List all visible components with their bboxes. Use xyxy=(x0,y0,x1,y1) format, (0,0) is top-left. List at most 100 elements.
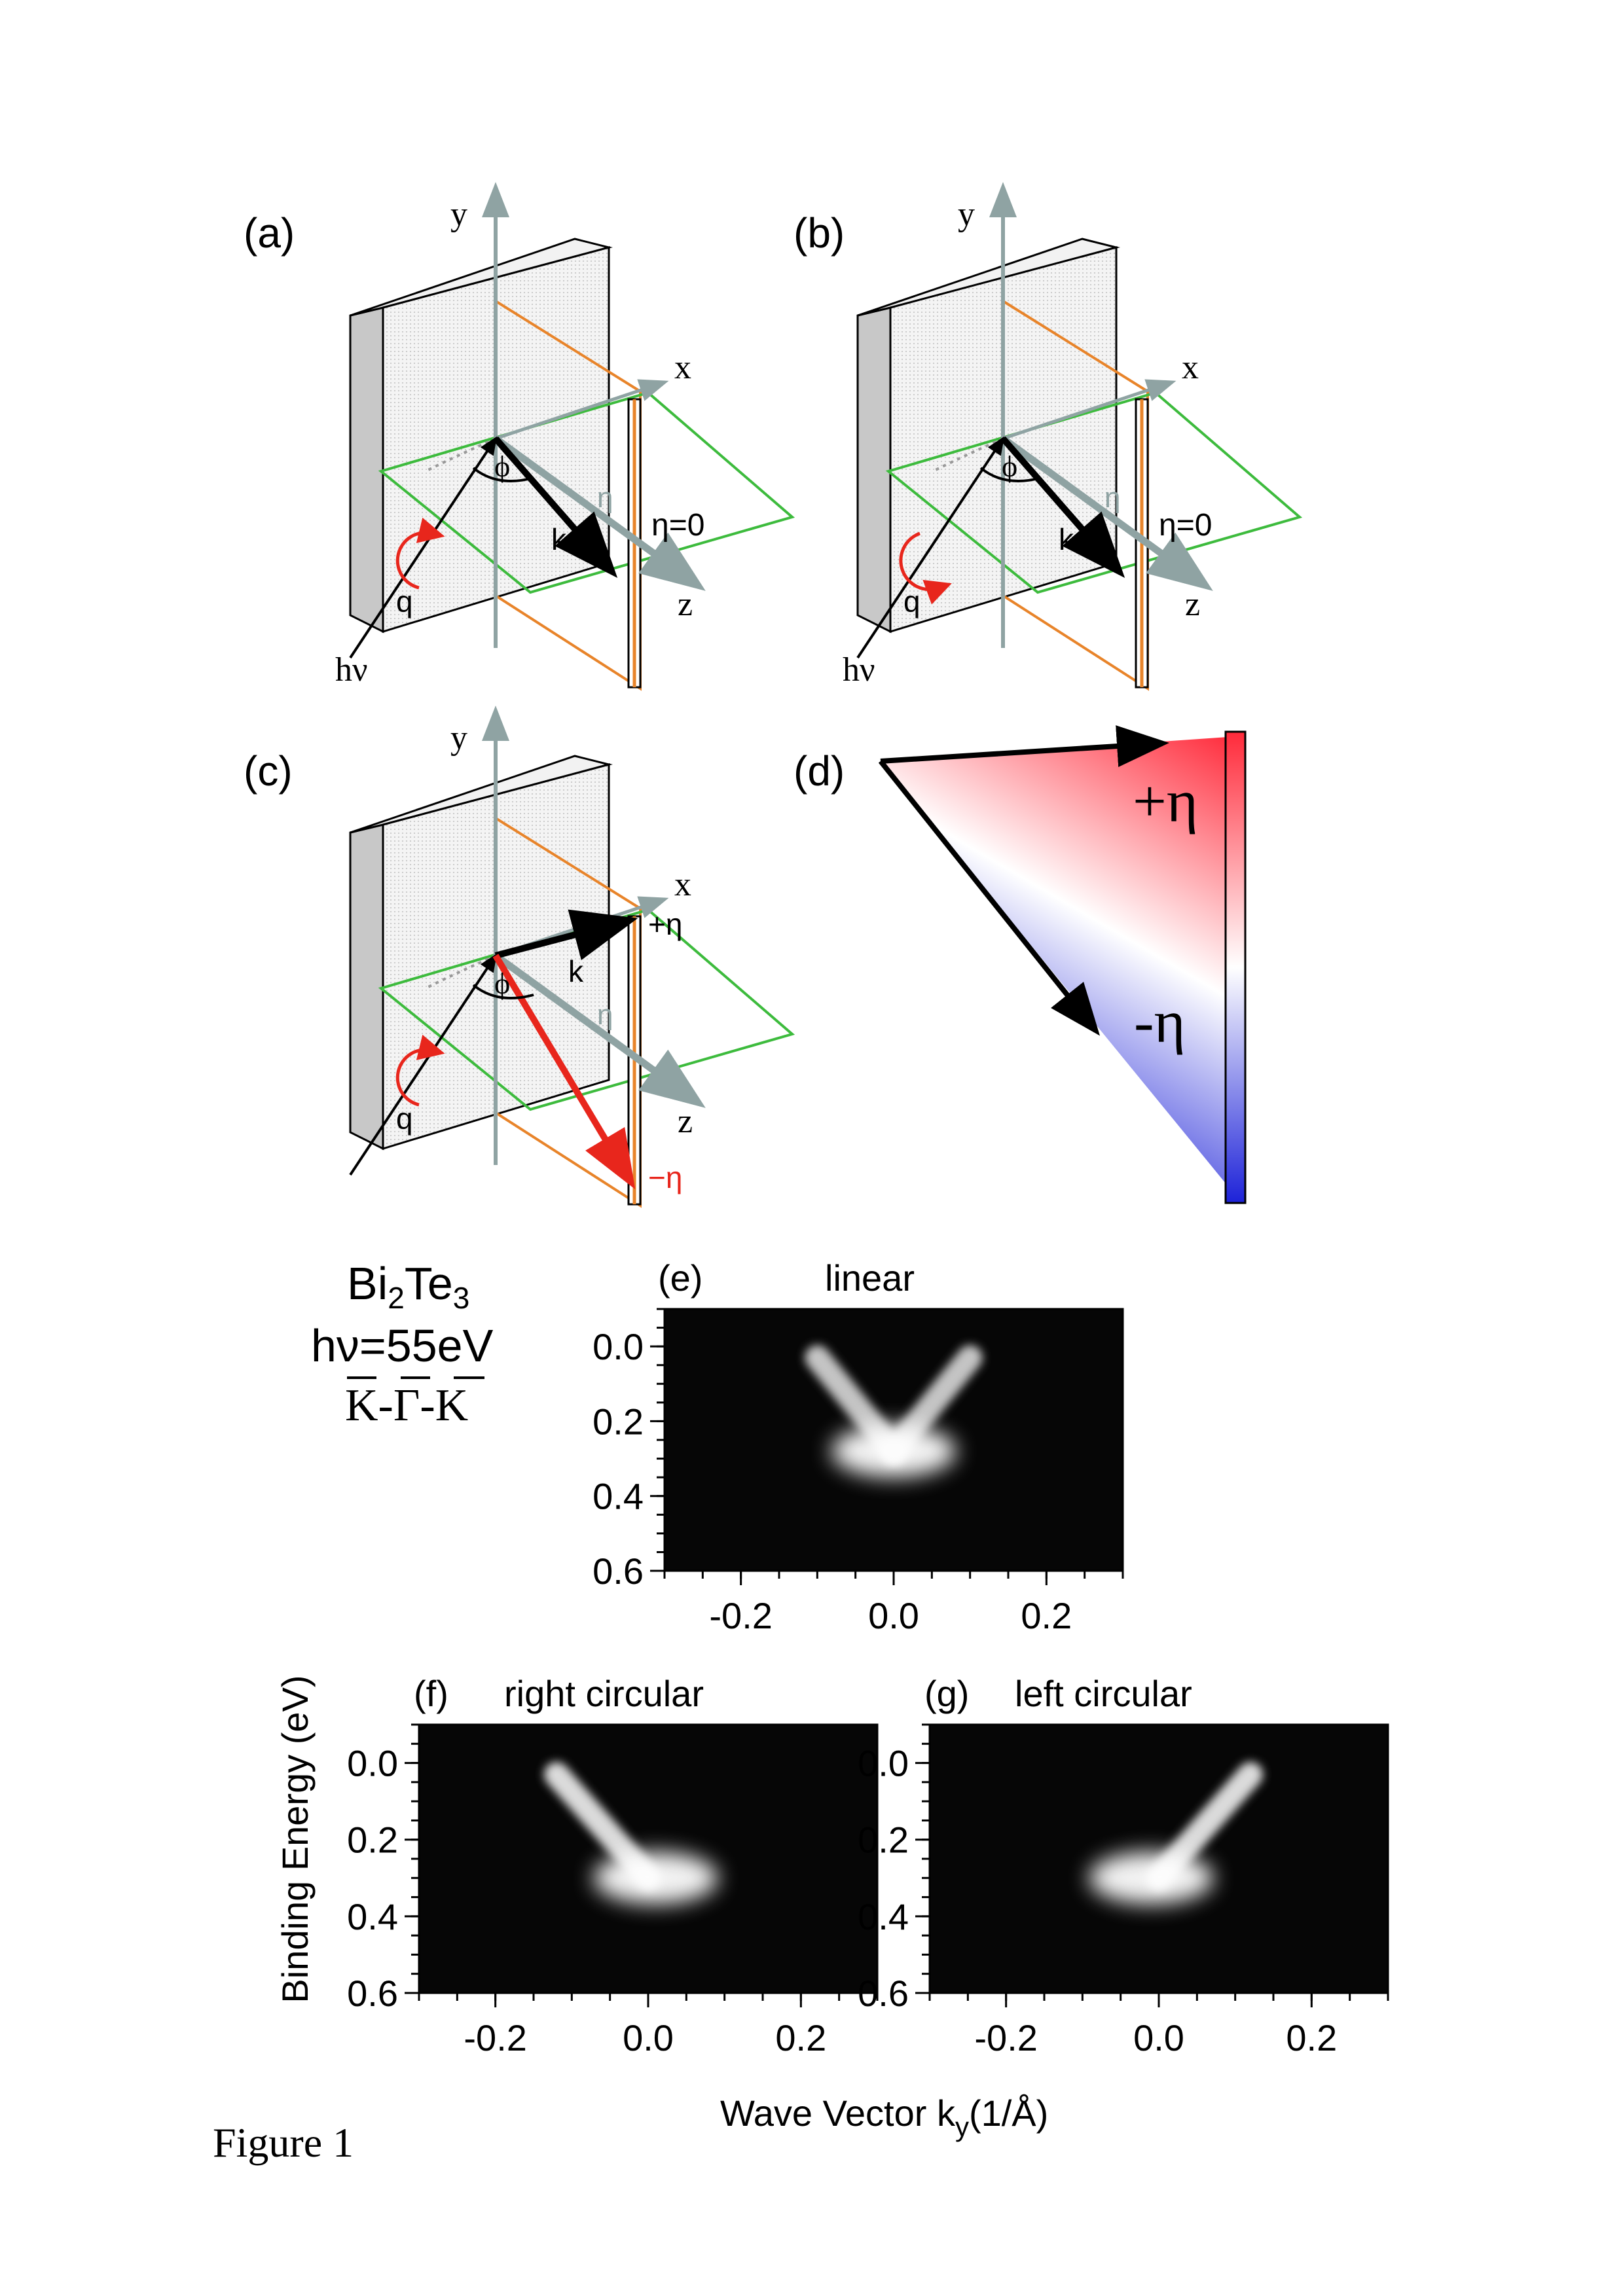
sample-slab xyxy=(856,238,1120,634)
x-tick-label: 0.2 xyxy=(1286,2017,1337,2058)
eta-gradient-fan xyxy=(881,736,1237,1198)
label-eta: η xyxy=(1104,482,1120,514)
y-tick-label: 0.4 xyxy=(347,1896,398,1937)
sample-slab xyxy=(349,755,613,1151)
phi-arc xyxy=(979,467,1042,482)
eta-scale-bar xyxy=(1224,730,1247,1204)
label-phi: ϕ xyxy=(494,967,510,1000)
arpes-panel-e: -0.2 0.0 0.2 0.0 0.2 0.4 0.6 (e) linear xyxy=(593,1257,1124,1636)
y-tick-label: 0.2 xyxy=(858,1820,909,1861)
panel-label-d: (d) xyxy=(793,747,845,795)
label-plus-eta-d: +η xyxy=(1133,768,1198,834)
label-phi: ϕ xyxy=(1002,450,1017,483)
panel-a: (a) y x z ϕ k q hν η η=0 xyxy=(244,182,795,691)
label-x: x xyxy=(1182,349,1199,386)
material-formula: Bi2Te3 xyxy=(347,1258,469,1315)
k-direction: K-Γ-K xyxy=(345,1380,468,1431)
panel-label-a: (a) xyxy=(244,209,295,257)
panel-b: (b) y x z ϕ k q hν η η=0 xyxy=(793,182,1303,691)
photon-arrow xyxy=(349,953,498,1176)
x-tick-label: -0.2 xyxy=(709,1595,773,1636)
heatmap-intensity xyxy=(805,1345,983,1478)
label-eta-zero: η=0 xyxy=(651,508,704,543)
x-tick-label: 0.0 xyxy=(868,1595,919,1636)
label-q: q xyxy=(903,584,921,619)
y-tick-label: 0.6 xyxy=(593,1551,644,1592)
sample-info: Bi2Te3 hν=55eV K-Γ-K xyxy=(311,1258,494,1431)
photon-energy: hν=55eV xyxy=(311,1320,494,1371)
x-axis-arrow xyxy=(1002,379,1176,440)
label-hv: hν xyxy=(335,651,368,689)
panel-title-f: right circular xyxy=(504,1673,704,1714)
label-hv: hν xyxy=(843,651,875,689)
label-eta: η xyxy=(597,999,613,1031)
y-tick-label: 0.2 xyxy=(593,1401,644,1442)
label-plus-eta: +η xyxy=(648,907,682,941)
y-tick-label: 0.4 xyxy=(593,1476,644,1517)
eta-arrow xyxy=(493,435,706,591)
band-hotspot xyxy=(593,1852,718,1905)
eta-arrow xyxy=(1000,435,1213,591)
y-tick-label: 0.6 xyxy=(347,1973,398,2014)
phi-arc xyxy=(472,984,534,999)
label-k: k xyxy=(568,954,584,988)
panel-label-c: (c) xyxy=(244,747,293,795)
heatmap-intensity xyxy=(1089,1762,1263,1905)
panel-label-f: (f) xyxy=(414,1673,448,1714)
phi-arc xyxy=(472,467,534,482)
x-tick-label: 0.2 xyxy=(1021,1595,1072,1636)
label-z: z xyxy=(678,1103,693,1140)
panel-label-e: (e) xyxy=(658,1257,702,1299)
panel-title-g: left circular xyxy=(1015,1673,1192,1714)
panel-title-e: linear xyxy=(825,1257,915,1299)
panel-label-g: (g) xyxy=(924,1673,969,1714)
eta-arrow xyxy=(493,952,706,1108)
band-hotspot xyxy=(831,1425,956,1478)
label-eta-zero: η=0 xyxy=(1159,508,1212,543)
label-k: k xyxy=(1059,522,1074,556)
y-tick-label: 0.4 xyxy=(858,1896,909,1937)
sample-slab xyxy=(349,238,613,634)
xlabel-wave-vector: Wave Vector ky(1/Å) xyxy=(720,2092,1048,2142)
k-arrow xyxy=(1000,436,1125,579)
k-arrow xyxy=(493,436,618,579)
label-eta: η xyxy=(597,482,613,514)
x-tick-label: 0.2 xyxy=(775,2017,826,2058)
label-k: k xyxy=(551,522,567,556)
label-q: q xyxy=(396,1102,413,1136)
y-tick-label: 0.6 xyxy=(858,1973,909,2014)
label-y: y xyxy=(958,196,975,233)
y-tick-label: 0.0 xyxy=(858,1743,909,1784)
label-x: x xyxy=(674,349,691,386)
label-z: z xyxy=(678,586,693,623)
arpes-panels: -0.2 0.0 0.2 0.0 0.2 0.4 0.6 (e) linear -0.2 0.0 0.… xyxy=(347,1257,1389,2058)
label-z: z xyxy=(1185,586,1200,623)
x-tick-label: 0.0 xyxy=(1133,2017,1184,2058)
label-y: y xyxy=(450,719,467,757)
k-minus-arrow xyxy=(492,954,636,1190)
x-tick-label: -0.2 xyxy=(974,2017,1038,2058)
minus-eta-arrow xyxy=(878,759,1100,1036)
band-hotspot xyxy=(1089,1852,1214,1905)
panel-label-b: (b) xyxy=(793,209,845,257)
heatmap-intensity xyxy=(544,1762,718,1905)
label-minus-eta: −η xyxy=(648,1160,682,1194)
circular-polarization-icon xyxy=(395,517,445,590)
y-tick-label: 0.2 xyxy=(347,1820,398,1861)
label-q: q xyxy=(396,584,413,619)
label-x: x xyxy=(674,866,691,903)
circular-polarization-icon xyxy=(395,1034,445,1107)
panel-d: (d) +η -η xyxy=(793,725,1247,1204)
y-tick-label: 0.0 xyxy=(593,1326,644,1367)
arpes-panel-g: -0.2 0.0 0.2 0.0 0.2 0.4 0.6 (g) left circular xyxy=(858,1673,1389,2058)
circular-polarization-icon xyxy=(899,531,952,605)
photon-arrow xyxy=(856,436,1005,659)
k-plus-arrow xyxy=(494,909,638,961)
x-tick-label: -0.2 xyxy=(464,2017,527,2058)
label-phi: ϕ xyxy=(494,450,510,483)
y-tick-label: 0.0 xyxy=(347,1743,398,1784)
label-minus-eta-d: -η xyxy=(1134,988,1186,1055)
panel-c: (c) y xyxy=(244,706,795,1208)
